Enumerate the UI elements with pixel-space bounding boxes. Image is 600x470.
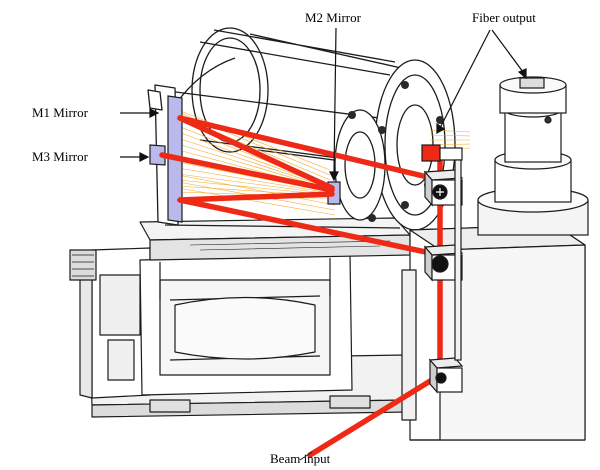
base-assembly bbox=[69, 217, 411, 418]
fiber-output-label: Fiber output bbox=[472, 10, 536, 25]
m3-mirror-label: M3 Mirror bbox=[32, 149, 88, 164]
optic-mounts bbox=[421, 144, 464, 394]
m1-mirror-label: M1 Mirror bbox=[32, 105, 88, 120]
beam-input-label: Beam input bbox=[270, 451, 331, 466]
m3-mirror-plate bbox=[149, 144, 166, 166]
beam-input-line bbox=[299, 451, 313, 461]
fiber-output-connector bbox=[477, 76, 589, 236]
m2-mirror-label: M2 Mirror bbox=[305, 10, 361, 25]
annotation-arrows bbox=[120, 27, 527, 182]
